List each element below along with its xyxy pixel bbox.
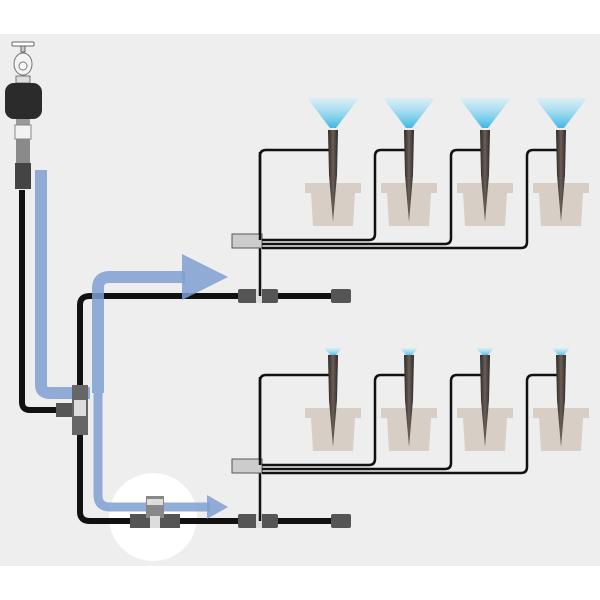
- tap-icon: [11, 41, 35, 84]
- upper-main-tube: [77, 293, 340, 410]
- supply-tube: [19, 190, 70, 413]
- spray-icon: [307, 98, 359, 128]
- drip-tube: [262, 148, 557, 250]
- drip-stake-icon: [556, 130, 566, 222]
- drip-stake-icon: [480, 355, 490, 447]
- spray-icon: [459, 98, 511, 128]
- drip-tube: [262, 148, 405, 242]
- spray-icon: [383, 98, 435, 128]
- drip-tube: [258, 148, 329, 240]
- drip-tube: [262, 373, 405, 467]
- footer-caption: Water flows from tap through timer to tw…: [141, 577, 459, 589]
- tee-connector-icon: [130, 496, 180, 528]
- drip-tube: [262, 148, 481, 246]
- header-caption: Drip irrigation kit layout: [244, 11, 356, 23]
- lower-main-tube: [77, 410, 340, 524]
- tee-connector-icon: [238, 514, 278, 528]
- spray-icon: [535, 98, 587, 128]
- drip-stake-icon: [404, 130, 414, 222]
- manifold-icon: [231, 233, 263, 249]
- drip-stake-icon: [328, 130, 338, 222]
- tee-connector-icon: [238, 289, 278, 303]
- drip-stake-icon: [404, 355, 414, 447]
- drip-stake-icon: [556, 355, 566, 447]
- arrow-head-lower: [207, 495, 228, 519]
- arrow-head-upper: [182, 254, 228, 300]
- flow-arrow-lower: [93, 393, 210, 512]
- timer-icon: [5, 83, 42, 189]
- drip-stake-icon: [480, 130, 490, 222]
- manifold-icon: [231, 458, 263, 474]
- spray-icon: [552, 348, 570, 356]
- flow-arrow-upper: [35, 170, 185, 399]
- end-cap-icon: [331, 289, 351, 303]
- drip-tube: [262, 373, 481, 471]
- spray-icon: [400, 348, 418, 356]
- drip-tube: [262, 373, 557, 475]
- drip-stake-icon: [328, 355, 338, 447]
- drip-tube: [258, 373, 329, 465]
- spray-icon: [324, 348, 342, 356]
- end-cap-icon: [331, 514, 351, 528]
- spray-icon: [476, 348, 494, 356]
- tee-connector-icon: [56, 385, 88, 435]
